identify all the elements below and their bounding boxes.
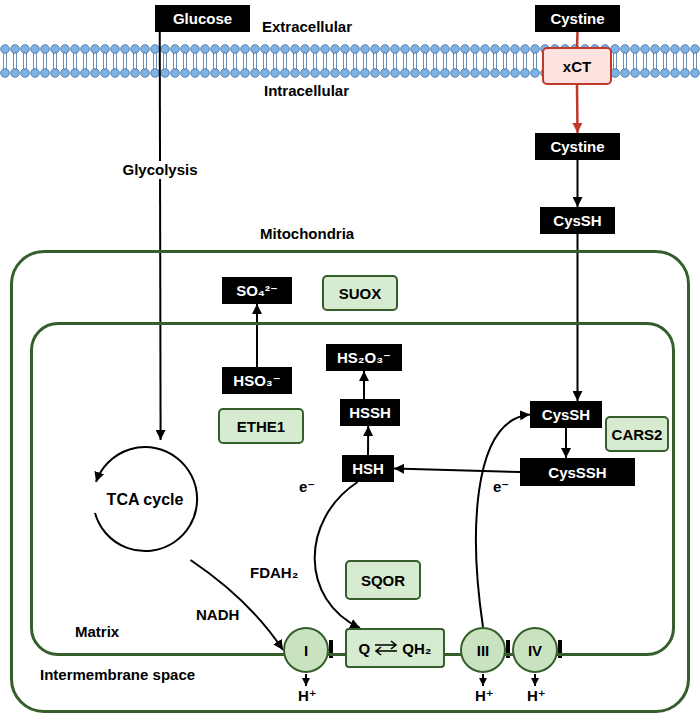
- metabolite-box: HSO₃⁻: [222, 367, 292, 394]
- complex-circle: III: [460, 627, 506, 673]
- cycle-node: TCA cycle: [80, 440, 210, 560]
- node-label: SQOR: [361, 572, 405, 589]
- metabolite-box: SO₄²⁻: [222, 277, 292, 304]
- node-label: Cystine: [550, 10, 604, 27]
- node-label: CysSH: [553, 212, 601, 229]
- node-label: Q: [359, 640, 371, 657]
- compartment-label: Matrix: [75, 623, 119, 640]
- connector: [315, 482, 360, 628]
- complex-circle: IV: [512, 627, 558, 673]
- node-label: CysSSH: [548, 464, 606, 481]
- node-label: HSH: [352, 460, 384, 477]
- node-label: HSO₃⁻: [233, 372, 280, 390]
- node-label: Glucose: [173, 10, 232, 27]
- node-label: CARS2: [612, 426, 663, 443]
- annotation-label: NADH: [196, 606, 239, 624]
- metabolite-box: CysSH: [540, 207, 615, 234]
- node-label: ETHE1: [237, 418, 285, 435]
- annotation-label: H⁺: [298, 687, 317, 705]
- connector: [565, 428, 567, 458]
- connector: [363, 371, 365, 399]
- node-label: QH₂: [402, 640, 431, 657]
- metabolite-box: Cystine: [535, 133, 620, 160]
- enzyme-box: SQOR: [345, 560, 421, 600]
- node-label: HSSH: [349, 404, 391, 421]
- transporter-box: xCT: [542, 47, 612, 85]
- node-label: CysSH: [542, 406, 590, 423]
- enzyme-box: SUOX: [322, 275, 398, 311]
- node-label: SO₄²⁻: [236, 282, 278, 300]
- annotation-label: FDAH₂: [250, 564, 298, 582]
- connector: [476, 415, 530, 628]
- node-label: III: [477, 642, 490, 659]
- node-label: xCT: [563, 58, 591, 75]
- annotation-label: H⁺: [475, 687, 494, 705]
- connector: [577, 160, 579, 207]
- edge-label: Glycolysis: [119, 161, 200, 179]
- complex-circle: I: [283, 627, 329, 673]
- mitochondrion-outline: MitochondriaMatrixSO₄²⁻SUOXHS₂O₃⁻HSSHHSO…: [10, 250, 690, 713]
- annotation-label: Intracellular: [264, 82, 349, 100]
- node-label: Cystine: [550, 138, 604, 155]
- equilibrium-arrows: [373, 640, 399, 656]
- quinone-box: Q QH₂: [345, 628, 445, 668]
- inner-membrane: MatrixSO₄²⁻SUOXHS₂O₃⁻HSSHHSO₃⁻CysSHETHE1…: [30, 322, 675, 656]
- metabolite-box: CysSH: [530, 401, 602, 428]
- node-label: SUOX: [339, 285, 382, 302]
- annotation-label: Extracellular: [262, 18, 352, 36]
- edge-label: e⁻: [296, 478, 318, 496]
- metabolite-box: CysSSH: [520, 458, 635, 486]
- metabolite-box: Glucose: [155, 5, 250, 32]
- connector: [256, 304, 258, 367]
- metabolite-box: Cystine: [535, 5, 620, 32]
- annotation-label: Intermembrane space: [40, 666, 195, 684]
- metabolite-box: HSH: [342, 455, 394, 482]
- connector: [577, 234, 579, 401]
- node-label: TCA cycle: [107, 491, 184, 509]
- node-label: I: [304, 642, 308, 659]
- connector: [159, 32, 162, 440]
- node-label: IV: [528, 642, 542, 659]
- node-label: HS₂O₃⁻: [337, 349, 391, 367]
- proton-arrow: [534, 674, 536, 686]
- compartment-heading: Mitochondria: [260, 225, 354, 242]
- connector: [394, 469, 520, 473]
- connector: [576, 85, 579, 133]
- enzyme-box: CARS2: [605, 416, 670, 452]
- enzyme-box: ETHE1: [218, 408, 304, 444]
- metabolite-box: HS₂O₃⁻: [326, 344, 402, 371]
- proton-arrow: [305, 674, 307, 686]
- connector: [576, 32, 579, 47]
- cycle-ring: [95, 447, 197, 551]
- proton-arrow: [482, 674, 484, 686]
- connector: [367, 426, 369, 455]
- annotation-label: H⁺: [527, 687, 546, 705]
- edge-label: e⁻: [490, 478, 512, 496]
- metabolite-box: HSSH: [340, 399, 400, 426]
